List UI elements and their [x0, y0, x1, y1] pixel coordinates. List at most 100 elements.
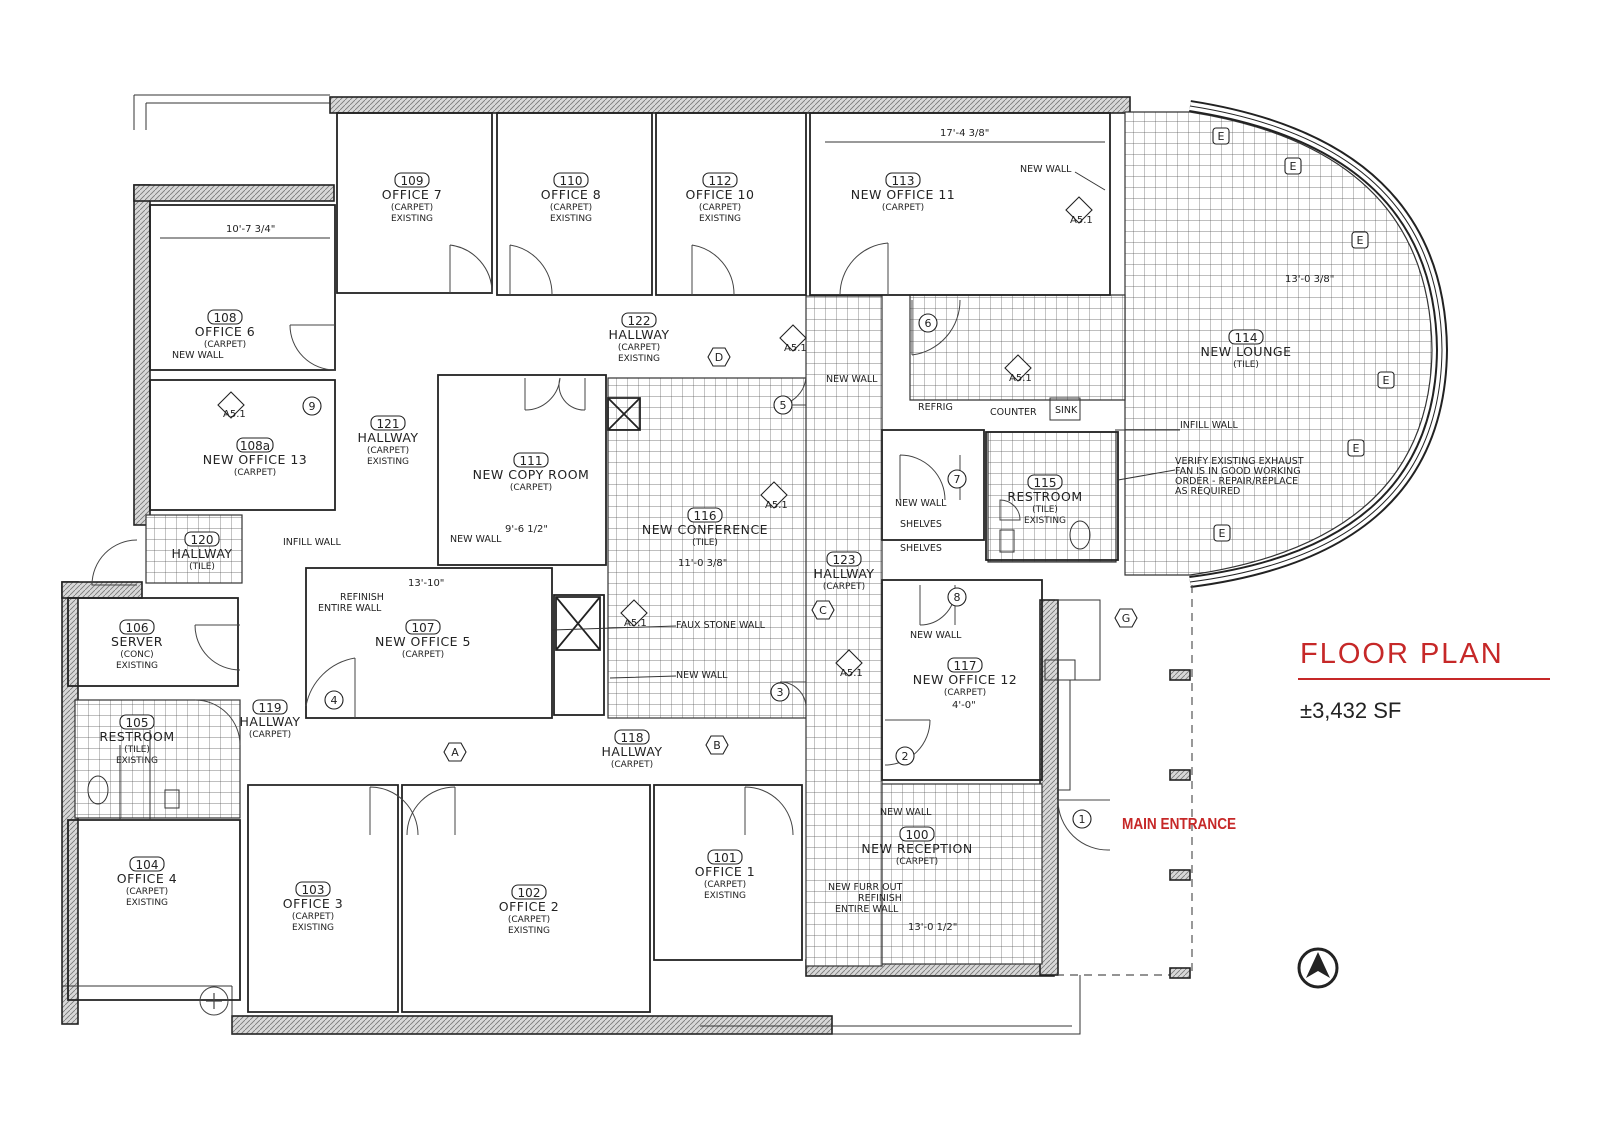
svg-text:111: 111 [520, 454, 543, 468]
svg-text:104: 104 [136, 858, 159, 872]
room-107: 107 NEW OFFICE 5 (CARPET) [375, 619, 471, 660]
svg-text:EXISTING: EXISTING [1024, 516, 1066, 526]
plan-title: FLOOR PLAN [1300, 638, 1504, 670]
note-shelves: SHELVES [900, 519, 942, 530]
door-tag-1: 1 [1072, 809, 1092, 829]
note-entire-wall: ENTIRE WALL [318, 603, 382, 614]
room-120: 120 HALLWAY (TILE) [171, 531, 232, 572]
room-108a: 108a NEW OFFICE 13 (CARPET) [203, 437, 307, 478]
note-exhaust: AS REQUIRED [1175, 486, 1240, 497]
door-tag-8: 8 [947, 587, 967, 607]
door-tag-7: 7 [947, 469, 967, 489]
svg-text:108a: 108a [240, 439, 270, 453]
svg-text:A5.1: A5.1 [624, 618, 647, 629]
svg-text:120: 120 [191, 533, 214, 547]
svg-text:E: E [1218, 130, 1225, 143]
svg-text:OFFICE 3: OFFICE 3 [283, 896, 343, 911]
svg-text:(CARPET): (CARPET) [508, 915, 550, 925]
svg-text:HALLWAY: HALLWAY [171, 546, 232, 561]
note-exhaust: ORDER - REPAIR/REPLACE [1175, 476, 1298, 487]
note-furr: NEW FURR OUT [828, 882, 903, 893]
svg-text:E: E [1357, 234, 1364, 247]
door-tag-6: 6 [918, 313, 938, 333]
section-marker: A5.1 [620, 599, 648, 629]
grid-tag-c: C [811, 600, 835, 620]
grid-tag-e: E [1212, 127, 1230, 145]
door-tag-5: 5 [773, 395, 793, 415]
dim-107: 13'-10" [408, 578, 444, 589]
grid-tag-d: D [707, 347, 731, 367]
room-121: 121 HALLWAY (CARPET) EXISTING [357, 415, 418, 467]
note-new-wall: NEW WALL [676, 670, 728, 681]
svg-text:5: 5 [780, 399, 787, 412]
door-tag-3: 3 [770, 682, 790, 702]
svg-text:NEW RECEPTION: NEW RECEPTION [861, 841, 972, 856]
svg-text:A5.1: A5.1 [223, 409, 246, 420]
svg-text:NEW OFFICE 5: NEW OFFICE 5 [375, 634, 471, 649]
note-faux-stone: FAUX STONE WALL [676, 620, 766, 631]
room-106: 106 SERVER (CONC) EXISTING [111, 619, 162, 671]
note-counter: COUNTER [990, 407, 1037, 418]
svg-text:(CONC): (CONC) [120, 650, 153, 660]
section-marker: A5.1 [779, 324, 807, 354]
svg-text:110: 110 [560, 174, 583, 188]
note-exhaust: FAN IS IN GOOD WORKING [1175, 466, 1301, 477]
entry-mark-icon [199, 986, 229, 1016]
svg-text:EXISTING: EXISTING [699, 214, 741, 224]
svg-text:6: 6 [925, 317, 932, 330]
note-shelves: SHELVES [900, 543, 942, 554]
svg-text:NEW CONFERENCE: NEW CONFERENCE [642, 522, 768, 537]
dim-114: 13'-0 3/8" [1285, 274, 1334, 285]
plan-area: ±3,432 SF [1300, 698, 1402, 723]
room-104: 104 OFFICE 4 (CARPET) EXISTING [117, 856, 177, 908]
svg-text:HALLWAY: HALLWAY [239, 714, 300, 729]
note-new-wall: NEW WALL [1020, 164, 1072, 175]
svg-text:(CARPET): (CARPET) [611, 760, 653, 770]
section-marker: A5.1 [217, 391, 246, 420]
svg-text:114: 114 [1235, 331, 1258, 345]
svg-text:7: 7 [954, 473, 961, 486]
door-tag-2: 2 [895, 746, 915, 766]
grid-tag-e: E [1377, 371, 1395, 389]
dim-113: 17'-4 3/8" [940, 128, 989, 139]
section-markers: A5.1 A5.1 A5.1 A5.1 A5.1 A5.1 A5.1 [217, 196, 1093, 679]
svg-text:(CARPET): (CARPET) [699, 203, 741, 213]
svg-text:8: 8 [954, 591, 961, 604]
svg-text:RESTROOM: RESTROOM [99, 729, 174, 744]
svg-text:HALLWAY: HALLWAY [357, 430, 418, 445]
svg-text:EXISTING: EXISTING [292, 923, 334, 933]
door-tag-4: 4 [324, 690, 344, 710]
grid-tag-b: B [705, 735, 729, 755]
svg-text:122: 122 [628, 314, 651, 328]
grid-tag-e: E [1284, 157, 1302, 175]
svg-text:107: 107 [412, 621, 435, 635]
svg-text:E: E [1290, 160, 1297, 173]
tile-areas [74, 111, 1433, 967]
room-123: 123 HALLWAY (CARPET) [813, 551, 874, 592]
north-arrow-icon [1297, 947, 1339, 989]
svg-text:A5.1: A5.1 [765, 500, 788, 511]
note-refinish: REFINISH [340, 592, 384, 603]
svg-text:113: 113 [892, 174, 915, 188]
grid-tag-a: A [443, 742, 467, 762]
svg-text:(TILE): (TILE) [124, 745, 150, 755]
svg-text:(CARPET): (CARPET) [292, 912, 334, 922]
door-swings [91, 242, 1111, 851]
svg-text:A5.1: A5.1 [840, 668, 863, 679]
room-103: 103 OFFICE 3 (CARPET) EXISTING [283, 881, 343, 933]
room-101: 101 OFFICE 1 (CARPET) EXISTING [695, 849, 755, 901]
svg-text:105: 105 [126, 716, 149, 730]
svg-text:(CARPET): (CARPET) [882, 203, 924, 213]
svg-text:106: 106 [126, 621, 149, 635]
svg-text:A5.1: A5.1 [784, 343, 807, 354]
svg-text:116: 116 [694, 509, 717, 523]
note-new-wall: NEW WALL [880, 807, 932, 818]
svg-text:EXISTING: EXISTING [391, 214, 433, 224]
svg-text:NEW LOUNGE: NEW LOUNGE [1200, 344, 1291, 359]
svg-text:EXISTING: EXISTING [704, 891, 746, 901]
svg-text:(CARPET): (CARPET) [402, 650, 444, 660]
svg-text:NEW COPY ROOM: NEW COPY ROOM [473, 467, 590, 482]
room-111: 111 NEW COPY ROOM (CARPET) [473, 452, 590, 493]
note-new-wall: NEW WALL [910, 630, 962, 641]
